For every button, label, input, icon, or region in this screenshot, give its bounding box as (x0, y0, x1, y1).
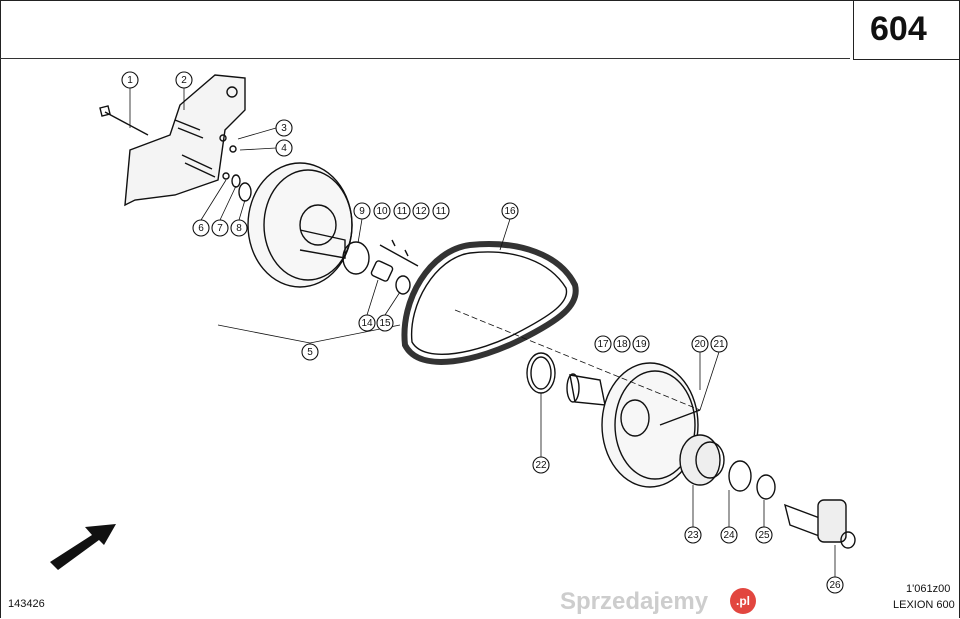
callout-number: 6 (198, 223, 204, 234)
callout-circle (755, 526, 773, 544)
callout-circle (826, 576, 844, 594)
callout-number: 5 (307, 347, 313, 358)
callout-circle (211, 219, 229, 237)
page-number: 604 (870, 10, 927, 48)
callout-circle (720, 526, 738, 544)
callout-number: 7 (217, 223, 223, 234)
header-rule (0, 58, 850, 59)
callout-number: 14 (361, 318, 373, 329)
callout-number: 4 (281, 143, 287, 154)
callout-12: 12 (412, 202, 430, 220)
callout-circle (275, 139, 293, 157)
callout-number: 1 (127, 75, 133, 86)
bracket-part (124, 74, 246, 207)
v-belt-part (401, 241, 579, 365)
callout-circle (710, 335, 728, 353)
callout-number: 22 (535, 460, 547, 471)
callout-circle (691, 335, 709, 353)
callout-circle (301, 343, 319, 361)
callout-number: 3 (281, 123, 287, 134)
callout-15: 15 (376, 314, 394, 332)
callout-number: 24 (723, 530, 735, 541)
direction-arrow-icon (50, 524, 116, 570)
callout-2: 2 (175, 71, 193, 89)
page-number-box (853, 0, 960, 60)
callout-number: 16 (504, 206, 516, 217)
callout-circle (393, 202, 411, 220)
callout-circle (192, 219, 210, 237)
callout-number: 23 (687, 530, 699, 541)
callout-number: 9 (359, 206, 365, 217)
callout-25: 25 (755, 526, 773, 544)
callout-1: 1 (121, 71, 139, 89)
callout-17: 17 (594, 335, 612, 353)
model-name: LEXION 600 (893, 599, 955, 611)
callout-number: 17 (597, 339, 609, 350)
callout-9: 9 (353, 202, 371, 220)
callout-circle (532, 456, 550, 474)
callout-24: 24 (720, 526, 738, 544)
driven-pulley-part (601, 362, 699, 488)
callout-22: 22 (532, 456, 550, 474)
callout-19: 19 (632, 335, 650, 353)
callout-number: 12 (415, 206, 427, 217)
callout-11: 11 (393, 202, 411, 220)
callout-number: 8 (236, 223, 242, 234)
callout-26: 26 (826, 576, 844, 594)
drawing-reference: 1'061z00 (906, 583, 951, 595)
bolt-part (104, 111, 149, 136)
callout-21: 21 (710, 335, 728, 353)
callout-circle (613, 335, 631, 353)
callout-number: 18 (616, 339, 628, 350)
callout-number: 21 (713, 339, 725, 350)
callout-number: 2 (181, 75, 187, 86)
callout-6: 6 (192, 219, 210, 237)
callout-circle (121, 71, 139, 89)
callout-circle (230, 219, 248, 237)
callout-5: 5 (301, 343, 319, 361)
watermark-text: Sprzedajemy (560, 588, 709, 615)
callout-number: 20 (694, 339, 706, 350)
document-id: 143426 (8, 598, 45, 610)
callout-circle (376, 314, 394, 332)
callout-16: 16 (501, 202, 519, 220)
callout-circle (594, 335, 612, 353)
callout-11: 11 (432, 202, 450, 220)
callout-4: 4 (275, 139, 293, 157)
callout-23: 23 (684, 526, 702, 544)
callout-number: 15 (379, 318, 391, 329)
callout-circle (412, 202, 430, 220)
callout-18: 18 (613, 335, 631, 353)
callout-circle (175, 71, 193, 89)
callout-number: 10 (376, 206, 388, 217)
callout-10: 10 (373, 202, 391, 220)
callout-3: 3 (275, 119, 293, 137)
callout-number: 26 (829, 580, 841, 591)
callout-circle (275, 119, 293, 137)
callout-number: 11 (397, 206, 408, 217)
callout-14: 14 (358, 314, 376, 332)
callout-circle (373, 202, 391, 220)
callout-number: 11 (436, 206, 447, 217)
callout-circle (684, 526, 702, 544)
callout-20: 20 (691, 335, 709, 353)
callout-circle (358, 314, 376, 332)
callout-8: 8 (230, 219, 248, 237)
callout-number: 19 (635, 339, 647, 350)
callout-circle (353, 202, 371, 220)
callout-circle (432, 202, 450, 220)
watermark-badge: .pl (730, 588, 756, 614)
callout-circle (501, 202, 519, 220)
callout-7: 7 (211, 219, 229, 237)
callout-circle (632, 335, 650, 353)
callout-number: 25 (758, 530, 770, 541)
